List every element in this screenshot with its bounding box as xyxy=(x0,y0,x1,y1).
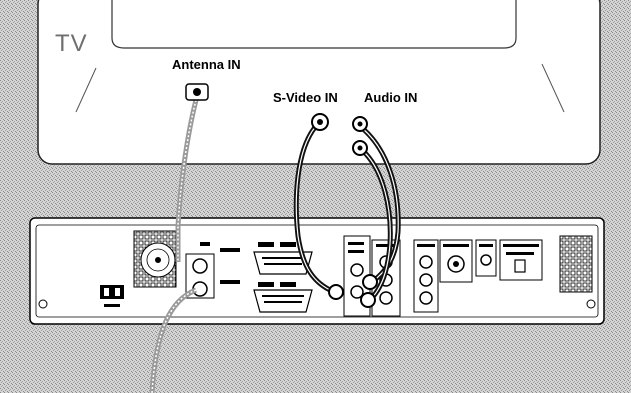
s-video-in-label: S-Video IN xyxy=(273,90,338,105)
recorder-device xyxy=(29,217,605,325)
audio-in-label: Audio IN xyxy=(364,90,418,105)
tv-label: TV xyxy=(55,30,88,57)
tv-set xyxy=(37,0,601,165)
cables xyxy=(149,83,401,393)
tv-screen-edge xyxy=(111,0,517,49)
antenna-in-label: Antenna IN xyxy=(172,57,241,72)
